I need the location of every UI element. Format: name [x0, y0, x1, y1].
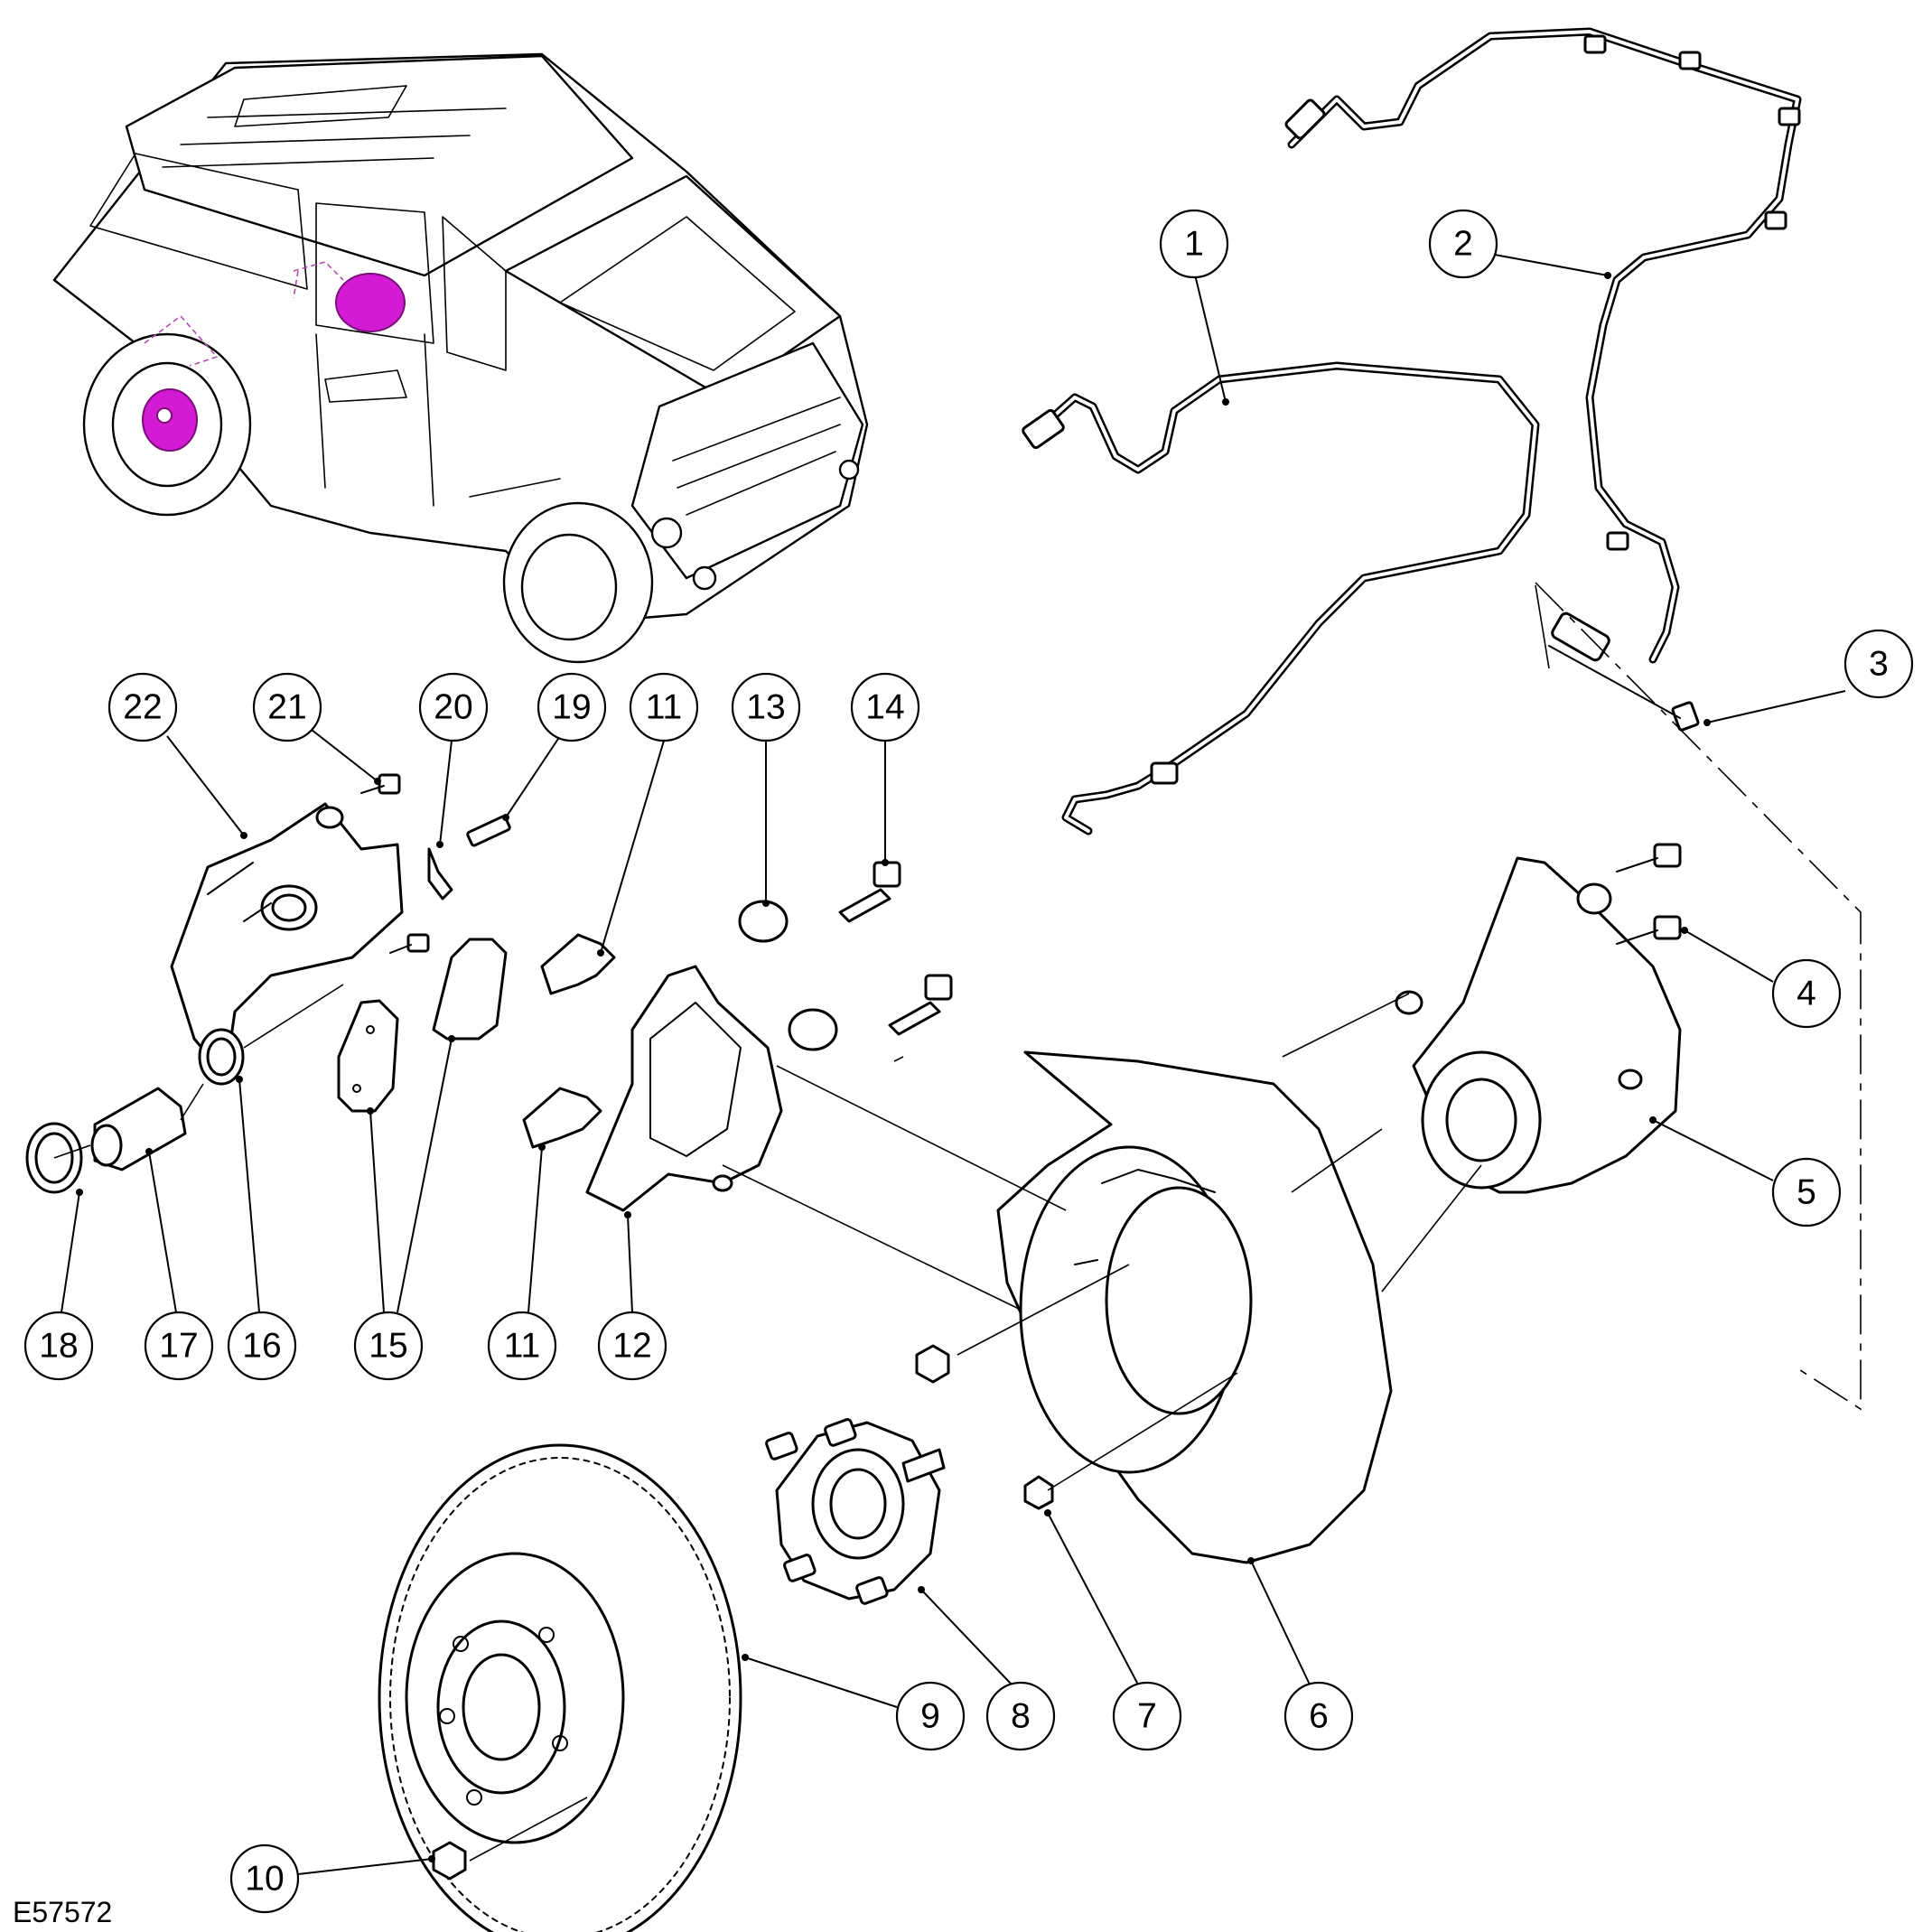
- callout-1: 1: [1159, 209, 1229, 406]
- callout-8: 8: [918, 1586, 1056, 1751]
- highlight-rear-brake-far: [335, 273, 406, 332]
- callout-4: 4: [1681, 927, 1842, 1029]
- svg-text:11: 11: [646, 688, 683, 727]
- callout-19: 19: [502, 672, 607, 821]
- part-12-caliper-carrier: [585, 965, 783, 1212]
- part-20-bleed-screw-cap: [427, 847, 453, 901]
- svg-text:14: 14: [865, 688, 904, 727]
- svg-text:19: 19: [552, 688, 591, 727]
- part-11-anti-rattle-clip-lower: [522, 1087, 602, 1149]
- svg-text:4: 4: [1797, 975, 1816, 1013]
- part-10-disc-retaining-screw: [432, 1841, 467, 1881]
- part-3-speed-sensor-bolt: [1535, 584, 1700, 732]
- svg-text:10: 10: [245, 1860, 284, 1899]
- part-4-knuckle-bolts: [1616, 843, 1682, 945]
- svg-text:6: 6: [1309, 1697, 1329, 1736]
- svg-text:5: 5: [1797, 1173, 1816, 1212]
- part-17-piston: [90, 1087, 187, 1171]
- svg-text:15: 15: [369, 1327, 407, 1366]
- callout-5: 5: [1649, 1116, 1842, 1227]
- part-15-brake-pads: [337, 938, 508, 1113]
- callout-18: 18: [23, 1189, 94, 1381]
- part-14-guide-pins: [838, 861, 953, 1036]
- part-11-anti-rattle-clip-upper: [540, 933, 616, 995]
- svg-text:16: 16: [242, 1327, 281, 1366]
- svg-text:20: 20: [434, 688, 472, 727]
- vehicle-locator: [52, 52, 869, 664]
- svg-text:18: 18: [39, 1327, 78, 1366]
- callout-3: 3: [1703, 629, 1914, 726]
- svg-text:21: 21: [267, 688, 306, 727]
- callout-16: 16: [227, 1076, 297, 1381]
- caliper-small-bolt: [389, 933, 430, 954]
- svg-text:13: 13: [746, 688, 785, 727]
- figure-reference: E57572: [13, 1896, 112, 1928]
- svg-text:3: 3: [1869, 645, 1889, 684]
- callout-9: 9: [742, 1654, 966, 1751]
- svg-text:17: 17: [159, 1327, 198, 1366]
- part-7-nuts: [915, 1344, 1054, 1510]
- callout-2: 2: [1428, 209, 1611, 279]
- callout-11-upper: 11: [597, 672, 699, 957]
- part-1-brake-pad-wear-sensor: [1022, 361, 1540, 835]
- assembly-axis-lines: [469, 993, 1482, 1862]
- part-2-wheel-speed-sensor-harness: [1284, 27, 1802, 664]
- callout-13: 13: [731, 672, 801, 907]
- part-16-piston-seal: [198, 1028, 245, 1086]
- callout-6: 6: [1247, 1557, 1354, 1751]
- callout-10: 10: [229, 1843, 435, 1914]
- piston-axis: [53, 984, 344, 1159]
- sensor-assembly-bracket: [1535, 582, 1862, 1411]
- part-5-hub-knuckle: [1395, 856, 1682, 1194]
- callout-7: 7: [1044, 1509, 1182, 1751]
- part-9-brake-disc: [378, 1443, 742, 1932]
- svg-text:22: 22: [123, 688, 162, 727]
- svg-text:7: 7: [1137, 1697, 1157, 1736]
- svg-text:2: 2: [1453, 225, 1473, 264]
- part-21-caliper-bolt: [360, 773, 401, 795]
- svg-text:1: 1: [1184, 225, 1204, 264]
- callout-12: 12: [597, 1211, 667, 1381]
- callout-14: 14: [850, 672, 920, 866]
- callout-17: 17: [144, 1148, 214, 1381]
- part-19-bleed-screw: [466, 815, 511, 847]
- callout-11-lower: 11: [487, 1143, 557, 1381]
- svg-text:11: 11: [504, 1327, 541, 1366]
- svg-text:8: 8: [1011, 1697, 1031, 1736]
- part-6-backing-plate: [996, 1050, 1393, 1564]
- svg-text:9: 9: [920, 1697, 940, 1736]
- callout-21: 21: [252, 672, 381, 785]
- callout-22: 22: [107, 672, 247, 839]
- svg-text:12: 12: [612, 1327, 651, 1366]
- callout-15: 15: [353, 1035, 455, 1381]
- callout-20: 20: [418, 672, 489, 848]
- part-13-slide-pin-bushes: [738, 900, 838, 1051]
- part-8-wheel-hub: [765, 1418, 946, 1605]
